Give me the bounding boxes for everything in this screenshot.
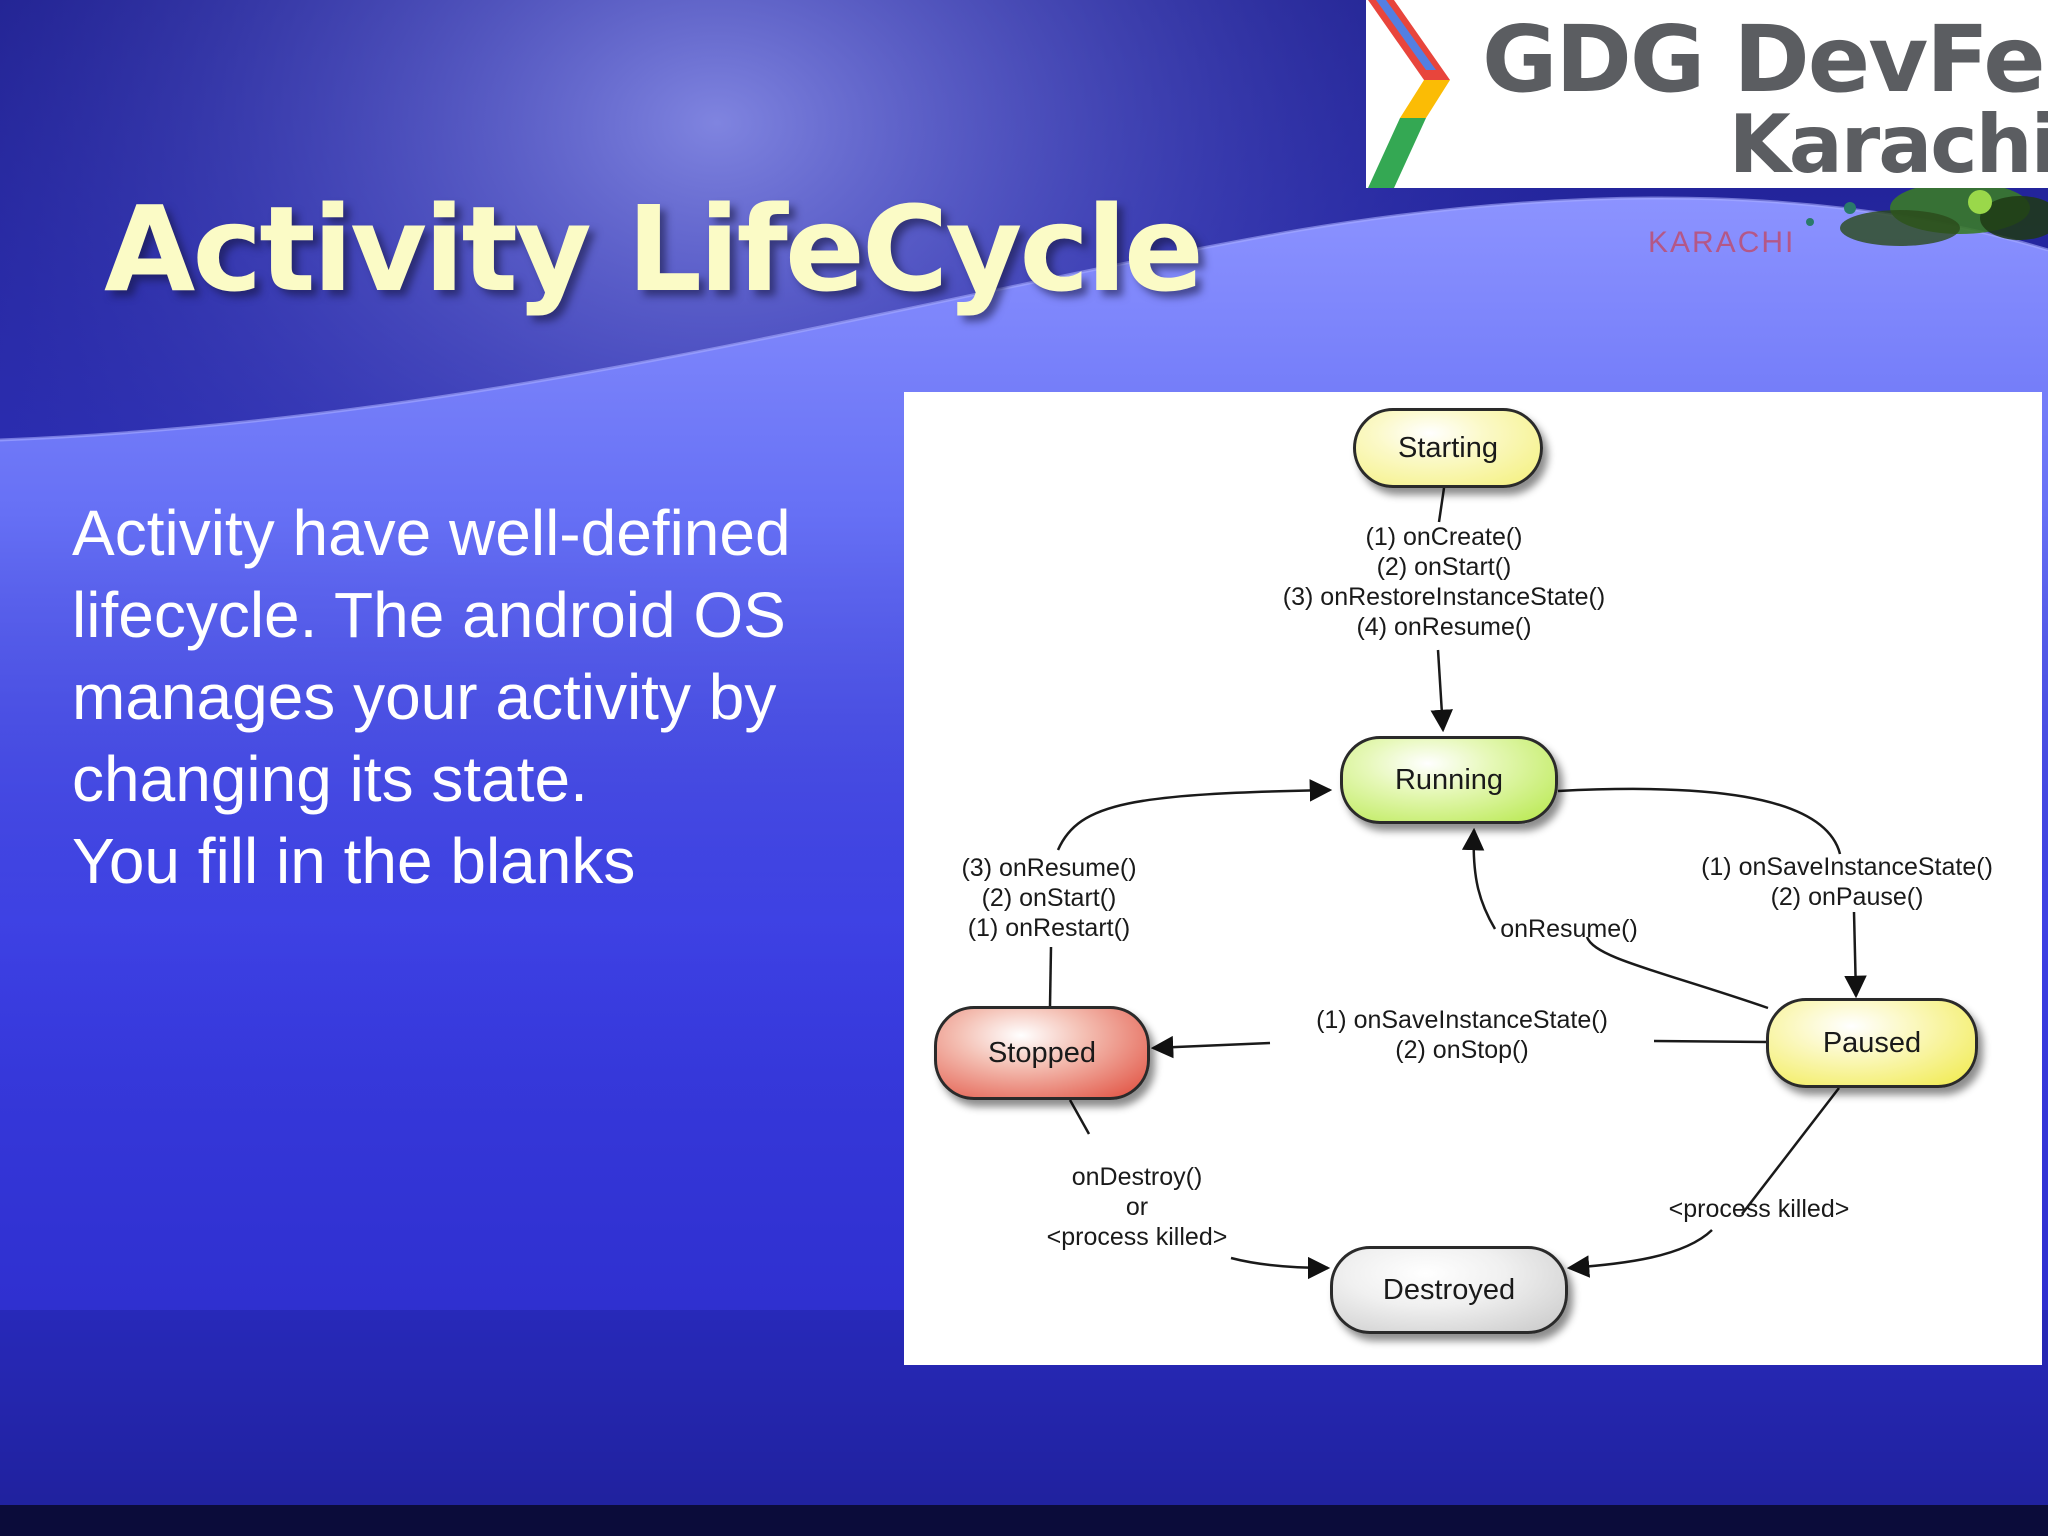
arrow-stop-left (1150, 1035, 1271, 1059)
transition-stopped-to-destroyed: onDestroy() or <process killed> (1012, 1162, 1262, 1252)
logo-title: GDG DevFest (1482, 6, 2048, 113)
transition-paused-to-running: onResume() (1444, 914, 1694, 944)
transition-line: or (1125, 1193, 1149, 1221)
arrow-running-to-paused (1557, 787, 1842, 855)
slide-title: Activity LifeCycle (104, 180, 1204, 318)
arrow-paused-down (1741, 1087, 1840, 1215)
logo-subtitle: Karachi (1728, 98, 2048, 188)
arrow-pause-label-down (1844, 911, 1867, 999)
state-paused-label: Paused (1822, 1026, 1922, 1059)
lifecycle-diagram: Starting Running Paused Stopped Destroye… (904, 392, 2042, 1365)
transition-line: (1) onSaveInstanceState() (1316, 1006, 1608, 1034)
arrow-paused-to-stopped (1653, 1039, 1769, 1044)
transition-line: (2) onStop() (1395, 1036, 1529, 1064)
arrow-stopped-up (1048, 946, 1053, 1007)
arrow-to-destroyed-right (1566, 1229, 1713, 1278)
transition-line: (3) onResume() (961, 854, 1137, 882)
transition-line: (1) onCreate() (1365, 523, 1523, 551)
transition-line: <process killed> (1046, 1223, 1228, 1251)
state-destroyed: Destroyed (1330, 1246, 1568, 1334)
transition-line: onDestroy() (1071, 1163, 1203, 1191)
transition-line: (2) onStart() (981, 884, 1117, 912)
state-starting: Starting (1353, 408, 1543, 488)
state-stopped: Stopped (934, 1006, 1150, 1100)
transition-starting-to-running: (1) onCreate() (2) onStart() (3) onResto… (1234, 522, 1654, 642)
transition-line: (2) onStart() (1376, 553, 1512, 581)
transition-paused-to-stopped: (1) onSaveInstanceState() (2) onStop() (1274, 1005, 1650, 1065)
gdg-chevron-icon (1368, 0, 1450, 188)
gdg-devfest-logo: GDG DevFest Karachi (1366, 0, 2048, 188)
slide-body: Activity have well-defined lifecycle. Th… (72, 492, 892, 902)
arrow-to-running-from-stopped (1056, 779, 1333, 851)
state-paused: Paused (1766, 998, 1978, 1088)
arrow-paused-to-running (1585, 936, 1769, 1010)
transition-paused-to-destroyed: <process killed> (1634, 1194, 1884, 1224)
body-line: You fill in the blanks (72, 825, 636, 897)
paint-splash-decoration (1806, 188, 2048, 246)
transition-running-to-paused: (1) onSaveInstanceState() (2) onPause() (1662, 852, 2032, 912)
state-starting-label: Starting (1398, 431, 1498, 464)
diagram-arrows (1048, 487, 1867, 1280)
transition-line: (1) onSaveInstanceState() (1701, 853, 1993, 881)
arrow-starting-start (1437, 487, 1446, 523)
arrow-to-destroyed-left (1230, 1256, 1331, 1280)
state-destroyed-label: Destroyed (1382, 1273, 1516, 1306)
arrow-resume-up (1461, 827, 1497, 930)
transition-stopped-to-running: (3) onResume() (2) onStart() (1) onResta… (924, 853, 1174, 943)
transition-line: (4) onResume() (1356, 613, 1532, 641)
body-line: Activity have well-defined (72, 497, 791, 569)
transition-line: <process killed> (1668, 1195, 1850, 1223)
body-line: lifecycle. The android OS (72, 579, 786, 651)
state-stopped-label: Stopped (987, 1036, 1097, 1069)
splash-text: KARACHI (1648, 226, 1796, 259)
body-line: changing its state. (72, 743, 588, 815)
arrow-to-running (1430, 649, 1453, 733)
state-running: Running (1340, 736, 1558, 824)
transition-line: (2) onPause() (1770, 883, 1924, 911)
bottom-bar (0, 1505, 2048, 1536)
arrow-stopped-down (1068, 1099, 1091, 1135)
transition-line: (3) onRestoreInstanceState() (1282, 583, 1606, 611)
state-running-label: Running (1394, 763, 1504, 796)
transition-line: onResume() (1500, 915, 1638, 943)
body-line: manages your activity by (72, 661, 777, 733)
transition-line: (1) onRestart() (967, 914, 1131, 942)
